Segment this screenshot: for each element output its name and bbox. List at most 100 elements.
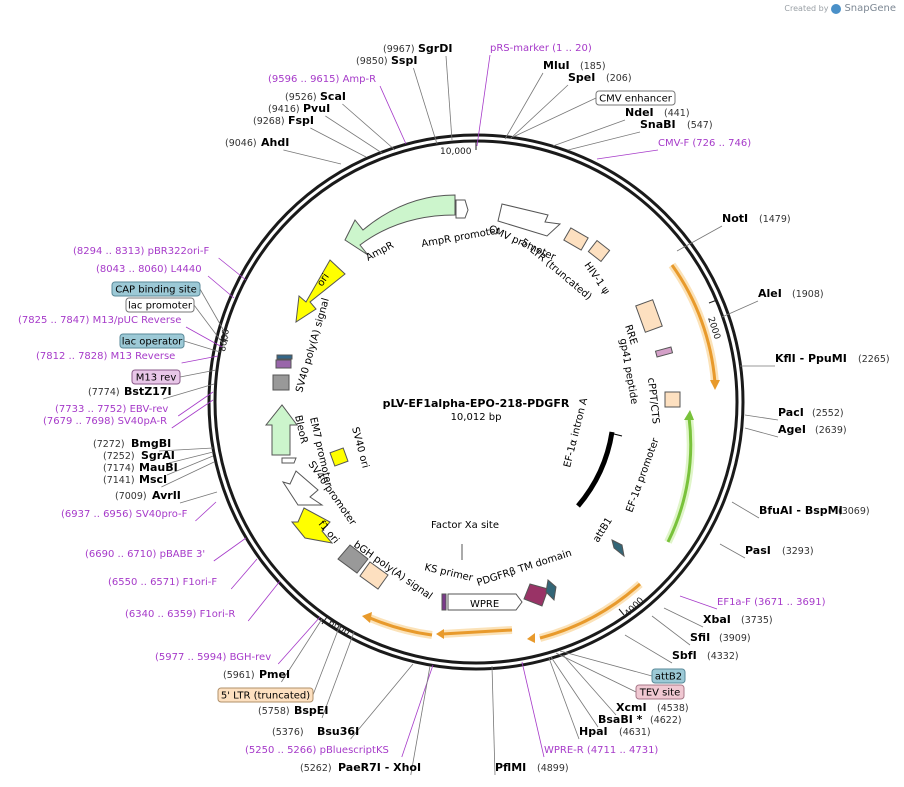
enzyme-label-alei: AleI <box>758 287 782 300</box>
primer-label-7812-7828-m13-reverse: (7812 .. 7828) M13 Reverse <box>36 351 175 362</box>
tick-label-10000: 10,000 <box>440 147 472 157</box>
rre-box <box>635 299 663 333</box>
leader-line <box>721 300 759 318</box>
leader-line <box>410 665 431 776</box>
site-position-label: (4332) <box>707 651 739 662</box>
site-position-label: (185) <box>580 61 606 72</box>
sv40-promoter-arrow <box>281 470 324 506</box>
leader-line <box>550 656 599 728</box>
primer-label-7733-7752-ebv-rev: (7733 .. 7752) EBV-rev <box>55 404 168 415</box>
cppt-cts-box <box>664 391 681 408</box>
site-position-label: (3909) <box>719 633 751 644</box>
enzyme-label-bfuai-bspmi: BfuAI - BspMI <box>759 504 843 517</box>
feature-box-label-m13-rev: M13 rev <box>136 373 177 384</box>
leader-line <box>676 225 723 252</box>
leader-line <box>281 618 323 683</box>
site-position-label: (1908) <box>792 289 824 300</box>
feature-box-lac-operator <box>119 333 185 349</box>
leader-line <box>555 652 637 693</box>
feature-label-factor-xa-site: Factor Xa site <box>431 520 499 531</box>
ampr-promoter-arrow <box>455 199 469 219</box>
primer-label-5977-5994-bgh-rev: (5977 .. 5994) BGH-rev <box>155 652 271 663</box>
primer-label-ef1a-f-3671-3691: EF1a-F (3671 .. 3691) <box>717 597 826 608</box>
enzyme-label-bsabi: BsaBI * <box>598 713 643 726</box>
site-position-label: (9967) <box>383 44 415 55</box>
site-position-label: (2552) <box>812 408 844 419</box>
leader-line <box>567 131 641 151</box>
leader-line <box>183 340 221 353</box>
sv40-polya-box-1 <box>276 354 293 360</box>
feature-arcs <box>362 262 720 643</box>
site-position-label: (9526) <box>285 92 317 103</box>
feature-box-attb2 <box>651 668 686 684</box>
ltr-3prime-box <box>359 561 389 590</box>
attb1-box <box>611 539 625 558</box>
feature-box-label-attb2: attB2 <box>655 672 682 683</box>
feature-label-attb1: attB1 <box>591 516 615 545</box>
enzyme-label-bspei: BspEI <box>294 704 328 717</box>
feature-box-label-cmv-enhancer: CMV enhancer <box>599 94 673 105</box>
feature-label-wpre: WPRE <box>470 599 499 610</box>
leader-line <box>548 657 580 740</box>
leader-line <box>185 326 223 348</box>
leader-line <box>321 631 355 719</box>
site-position-label: (3069) <box>838 506 870 517</box>
enzyme-label-kfli-ppumi: KflI - PpuMI <box>775 352 847 365</box>
primer-label-8294-8313-pbr322ori-f: (8294 .. 8313) pBR322ori-F <box>73 246 209 257</box>
enzyme-label-xcmi: XcmI <box>616 701 647 714</box>
leader-line <box>181 355 219 364</box>
enzyme-label-sgrdi: SgrDI <box>418 42 452 55</box>
enzyme-label-xbai: XbaI <box>703 613 731 626</box>
feature-box-tev-site <box>635 684 685 700</box>
em7-promoter-arrow <box>281 457 297 464</box>
orange-arrowhead-3 <box>436 629 444 639</box>
ampr-arrow <box>344 194 456 256</box>
site-position-label: (547) <box>687 120 713 131</box>
leader-line <box>171 399 214 429</box>
feature-box-m13-rev <box>131 369 181 385</box>
leader-line <box>213 537 247 562</box>
hiv-psi-box <box>587 239 611 263</box>
enzyme-label-bstz17i: BstZ17I <box>124 385 172 398</box>
green-arc <box>666 416 693 543</box>
orange-arc-4 <box>369 616 433 637</box>
site-position-label: (5262) <box>300 763 332 774</box>
site-position-label: (3293) <box>782 546 814 557</box>
leader-line <box>509 84 569 140</box>
leader-line <box>731 501 760 519</box>
enzyme-label-sfii: SfiI <box>690 631 710 644</box>
enzyme-label-pasi: PasI <box>745 544 771 557</box>
leader-line <box>310 127 367 158</box>
credit-prefix: Created by <box>784 4 829 13</box>
primer-label-5250-5266-pbluescriptks: (5250 .. 5266) pBluescriptKS <box>245 745 389 756</box>
primer-label-6937-6956-sv40pro-f: (6937 .. 6956) SV40pro-F <box>61 509 188 520</box>
leader-line <box>350 663 414 740</box>
orange-arrowhead-1 <box>710 380 720 390</box>
feature-label-ks-primer: KS primer <box>423 562 474 584</box>
enzyme-label-ndei: NdeI <box>625 106 654 119</box>
snapgene-credit: Created by SnapGene <box>784 3 896 14</box>
primer-label-6340-6359-f1ori-r: (6340 .. 6359) F1ori-R <box>125 609 235 620</box>
orange-arrowhead-2 <box>527 633 535 643</box>
primer-label-wpre-r-4711-4731: WPRE-R (4711 .. 4731) <box>544 745 658 756</box>
cmv-promoter-arrow <box>497 203 562 237</box>
plasmid-name: pLV-EF1alpha-EPO-218-PDGFR <box>383 397 570 410</box>
site-position-label: (4538) <box>657 703 689 714</box>
leader-lines <box>158 54 779 776</box>
leader-line <box>342 103 396 151</box>
primer-label-prs-marker-1-20: pRS-marker (1 .. 20) <box>490 43 592 54</box>
leader-line <box>624 634 673 664</box>
orange-arc-3 <box>441 628 513 636</box>
ori-arrow <box>295 259 346 323</box>
leader-line <box>744 427 779 438</box>
site-position-label: (4622) <box>650 715 682 726</box>
leader-line <box>325 115 383 154</box>
leader-line <box>283 149 342 165</box>
tick-6000 <box>321 616 328 625</box>
site-position-label: (5376) <box>272 727 304 738</box>
leader-line <box>504 72 544 140</box>
leader-line <box>199 288 229 339</box>
feature-box-label-lac-promoter: lac promoter <box>128 301 193 312</box>
